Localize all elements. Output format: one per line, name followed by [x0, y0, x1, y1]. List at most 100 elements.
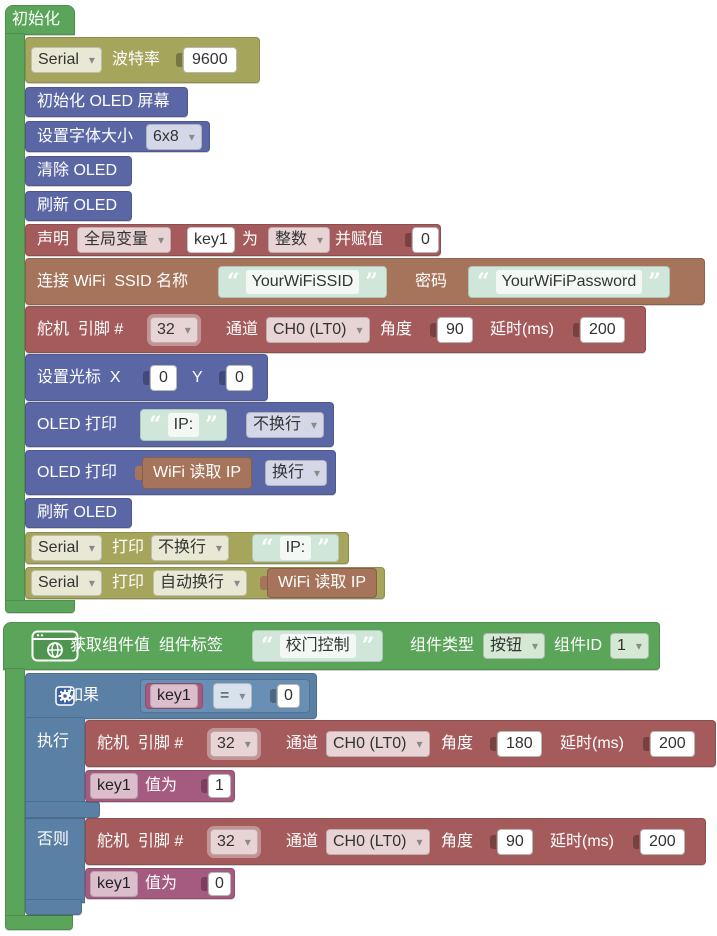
initial-value-input[interactable]: 0: [412, 227, 439, 253]
component-tag-string[interactable]: 校门控制: [252, 630, 384, 662]
compare-value-input[interactable]: 0: [277, 684, 300, 708]
set-font-label: 设置字体大小: [37, 127, 134, 145]
serial-newline-dropdown[interactable]: 自动换行: [153, 570, 248, 596]
variable-get-block[interactable]: key1: [145, 683, 203, 709]
set-font-block[interactable]: 设置字体大小 6x8: [25, 121, 210, 152]
component-event-spine: [5, 668, 25, 920]
set-value-label: 值为: [145, 777, 178, 794]
component-id-dropdown[interactable]: 1: [610, 633, 649, 659]
servo-delay-label: 延时(ms): [550, 832, 614, 850]
wifi-ssid-label: 连接 WiFi SSID 名称: [37, 272, 189, 290]
variable-set-block[interactable]: key1 值为 0: [85, 868, 235, 899]
oled-init-block[interactable]: 初始化 OLED 屏幕: [25, 87, 188, 117]
serial-port-dropdown[interactable]: Serial: [31, 570, 102, 596]
servo-pin-dropdown[interactable]: 32: [210, 828, 258, 855]
component-tag-text[interactable]: 校门控制: [279, 634, 356, 658]
ssid-string[interactable]: YourWiFiSSID: [218, 265, 387, 298]
declare-label: 声明: [37, 231, 70, 248]
declare-variable-block[interactable]: 声明 全局变量 key1 为 整数 并赋值 0: [25, 224, 441, 256]
component-event-bottom: [5, 915, 73, 930]
set-cursor-block[interactable]: 设置光标 X 0 Y 0: [25, 354, 268, 401]
password-text[interactable]: YourWiFiPassword: [495, 269, 643, 294]
serial-print-text-block[interactable]: Serial 打印 不换行 IP:: [25, 532, 349, 564]
compare-block[interactable]: key1 = 0: [140, 679, 310, 713]
servo-angle-input[interactable]: 90: [437, 316, 473, 343]
serial-port-dropdown[interactable]: Serial: [31, 535, 102, 561]
oled-refresh-block[interactable]: 刷新 OLED: [25, 191, 132, 221]
set-value-input[interactable]: 1: [208, 774, 231, 798]
variable-name-field[interactable]: key1: [187, 227, 235, 253]
if-else-divider: [25, 801, 100, 818]
serial-print-string-text[interactable]: IP:: [279, 536, 312, 560]
setup-bottom: [5, 600, 75, 613]
cursor-x-input[interactable]: 0: [150, 364, 177, 391]
component-event-label: 获取组件值 组件标签: [70, 637, 223, 654]
oled-clear-block[interactable]: 清除 OLED: [25, 156, 132, 186]
variable-set-block[interactable]: key1 值为 1: [85, 770, 235, 802]
compare-operator-dropdown[interactable]: =: [213, 683, 253, 709]
wifi-read-ip-block[interactable]: WiFi 读取 IP: [267, 568, 377, 598]
servo-pin-dropdown[interactable]: 32: [150, 316, 198, 343]
servo-channel-dropdown[interactable]: CH0 (LT0): [266, 316, 370, 343]
servo-pin-dropdown[interactable]: 32: [210, 730, 258, 757]
font-size-dropdown[interactable]: 6x8: [146, 123, 202, 150]
oled-refresh-label: 刷新 OLED: [37, 504, 118, 521]
cursor-y-input[interactable]: 0: [226, 364, 253, 391]
wifi-read-ip-block[interactable]: WiFi 读取 IP: [142, 456, 252, 489]
servo-delay-input[interactable]: 200: [580, 316, 625, 343]
oled-newline-dropdown[interactable]: 不换行: [246, 411, 325, 438]
oled-print-string[interactable]: IP:: [140, 408, 227, 441]
component-event-hat[interactable]: 获取组件值 组件标签 校门控制 组件类型 按钮 组件ID 1: [3, 622, 660, 670]
declare-as-label: 为: [242, 231, 259, 248]
servo-pin-label: 舵机 引脚 #: [37, 320, 124, 338]
password-string[interactable]: YourWiFiPassword: [468, 265, 670, 298]
servo-pin-label: 舵机 引脚 #: [97, 832, 184, 850]
if-else-block[interactable]: 如果 key1 = 0: [25, 673, 317, 719]
set-variable-name[interactable]: key1: [90, 773, 138, 799]
serial-newline-dropdown[interactable]: 不换行: [151, 535, 230, 561]
set-value-label: 值为: [145, 874, 178, 892]
ssid-text[interactable]: YourWiFiSSID: [245, 269, 360, 294]
servo-angle-input[interactable]: 180: [497, 730, 542, 757]
scope-dropdown[interactable]: 全局变量: [77, 227, 172, 253]
serial-port-dropdown[interactable]: Serial: [31, 47, 102, 73]
oled-print-ip-block[interactable]: OLED 打印 WiFi 读取 IP 换行: [25, 450, 336, 495]
servo-delay-input[interactable]: 200: [640, 828, 685, 855]
assign-label: 并赋值: [335, 231, 384, 248]
serial-print-ip-block[interactable]: Serial 打印 自动换行 WiFi 读取 IP: [25, 567, 385, 599]
oled-print-label: OLED 打印: [37, 463, 118, 481]
setup-spine: [5, 33, 25, 603]
servo-block[interactable]: 舵机 引脚 # 32 通道 CH0 (LT0) 角度 90 延时(ms) 200: [25, 306, 646, 353]
oled-print-string-text[interactable]: IP:: [167, 412, 200, 437]
servo-delay-input[interactable]: 200: [650, 730, 695, 757]
servo-angle-label: 角度: [441, 832, 474, 850]
component-type-dropdown[interactable]: 按钮: [483, 633, 546, 659]
set-value-input[interactable]: 0: [208, 871, 231, 896]
wifi-connect-block[interactable]: 连接 WiFi SSID 名称 YourWiFiSSID 密码 YourWiFi…: [25, 258, 705, 305]
setup-hat-block[interactable]: 初始化: [5, 5, 75, 35]
oled-print-text-block[interactable]: OLED 打印 IP: 不换行: [25, 402, 334, 447]
set-variable-name[interactable]: key1: [90, 870, 138, 897]
baud-input[interactable]: 9600: [183, 47, 237, 73]
servo-channel-dropdown[interactable]: CH0 (LT0): [326, 730, 430, 757]
gear-icon[interactable]: [37, 686, 75, 706]
servo-delay-label: 延时(ms): [560, 734, 624, 752]
component-type-label: 组件类型: [410, 637, 475, 654]
servo-channel-label: 通道: [286, 832, 319, 850]
servo-channel-dropdown[interactable]: CH0 (LT0): [326, 828, 430, 855]
type-dropdown[interactable]: 整数: [268, 227, 331, 253]
if-else-bottom: [25, 899, 82, 915]
condition-variable[interactable]: key1: [150, 684, 198, 708]
serial-begin-block[interactable]: Serial 波特率 9600: [25, 37, 260, 83]
serial-print-string[interactable]: IP:: [252, 534, 339, 562]
servo-angle-input[interactable]: 90: [497, 828, 533, 855]
servo-block[interactable]: 舵机 引脚 # 32 通道 CH0 (LT0) 角度 180 延时(ms) 20…: [85, 720, 716, 767]
oled-refresh-block[interactable]: 刷新 OLED: [25, 498, 132, 528]
cursor-y-label: Y: [192, 368, 203, 386]
web-component-icon: [13, 630, 79, 662]
if-label: 如果: [67, 687, 100, 704]
else-label: 否则: [37, 831, 70, 848]
servo-channel-label: 通道: [286, 734, 319, 752]
oled-newline-dropdown[interactable]: 换行: [265, 459, 328, 486]
servo-block[interactable]: 舵机 引脚 # 32 通道 CH0 (LT0) 角度 90 延时(ms) 200: [85, 818, 706, 865]
